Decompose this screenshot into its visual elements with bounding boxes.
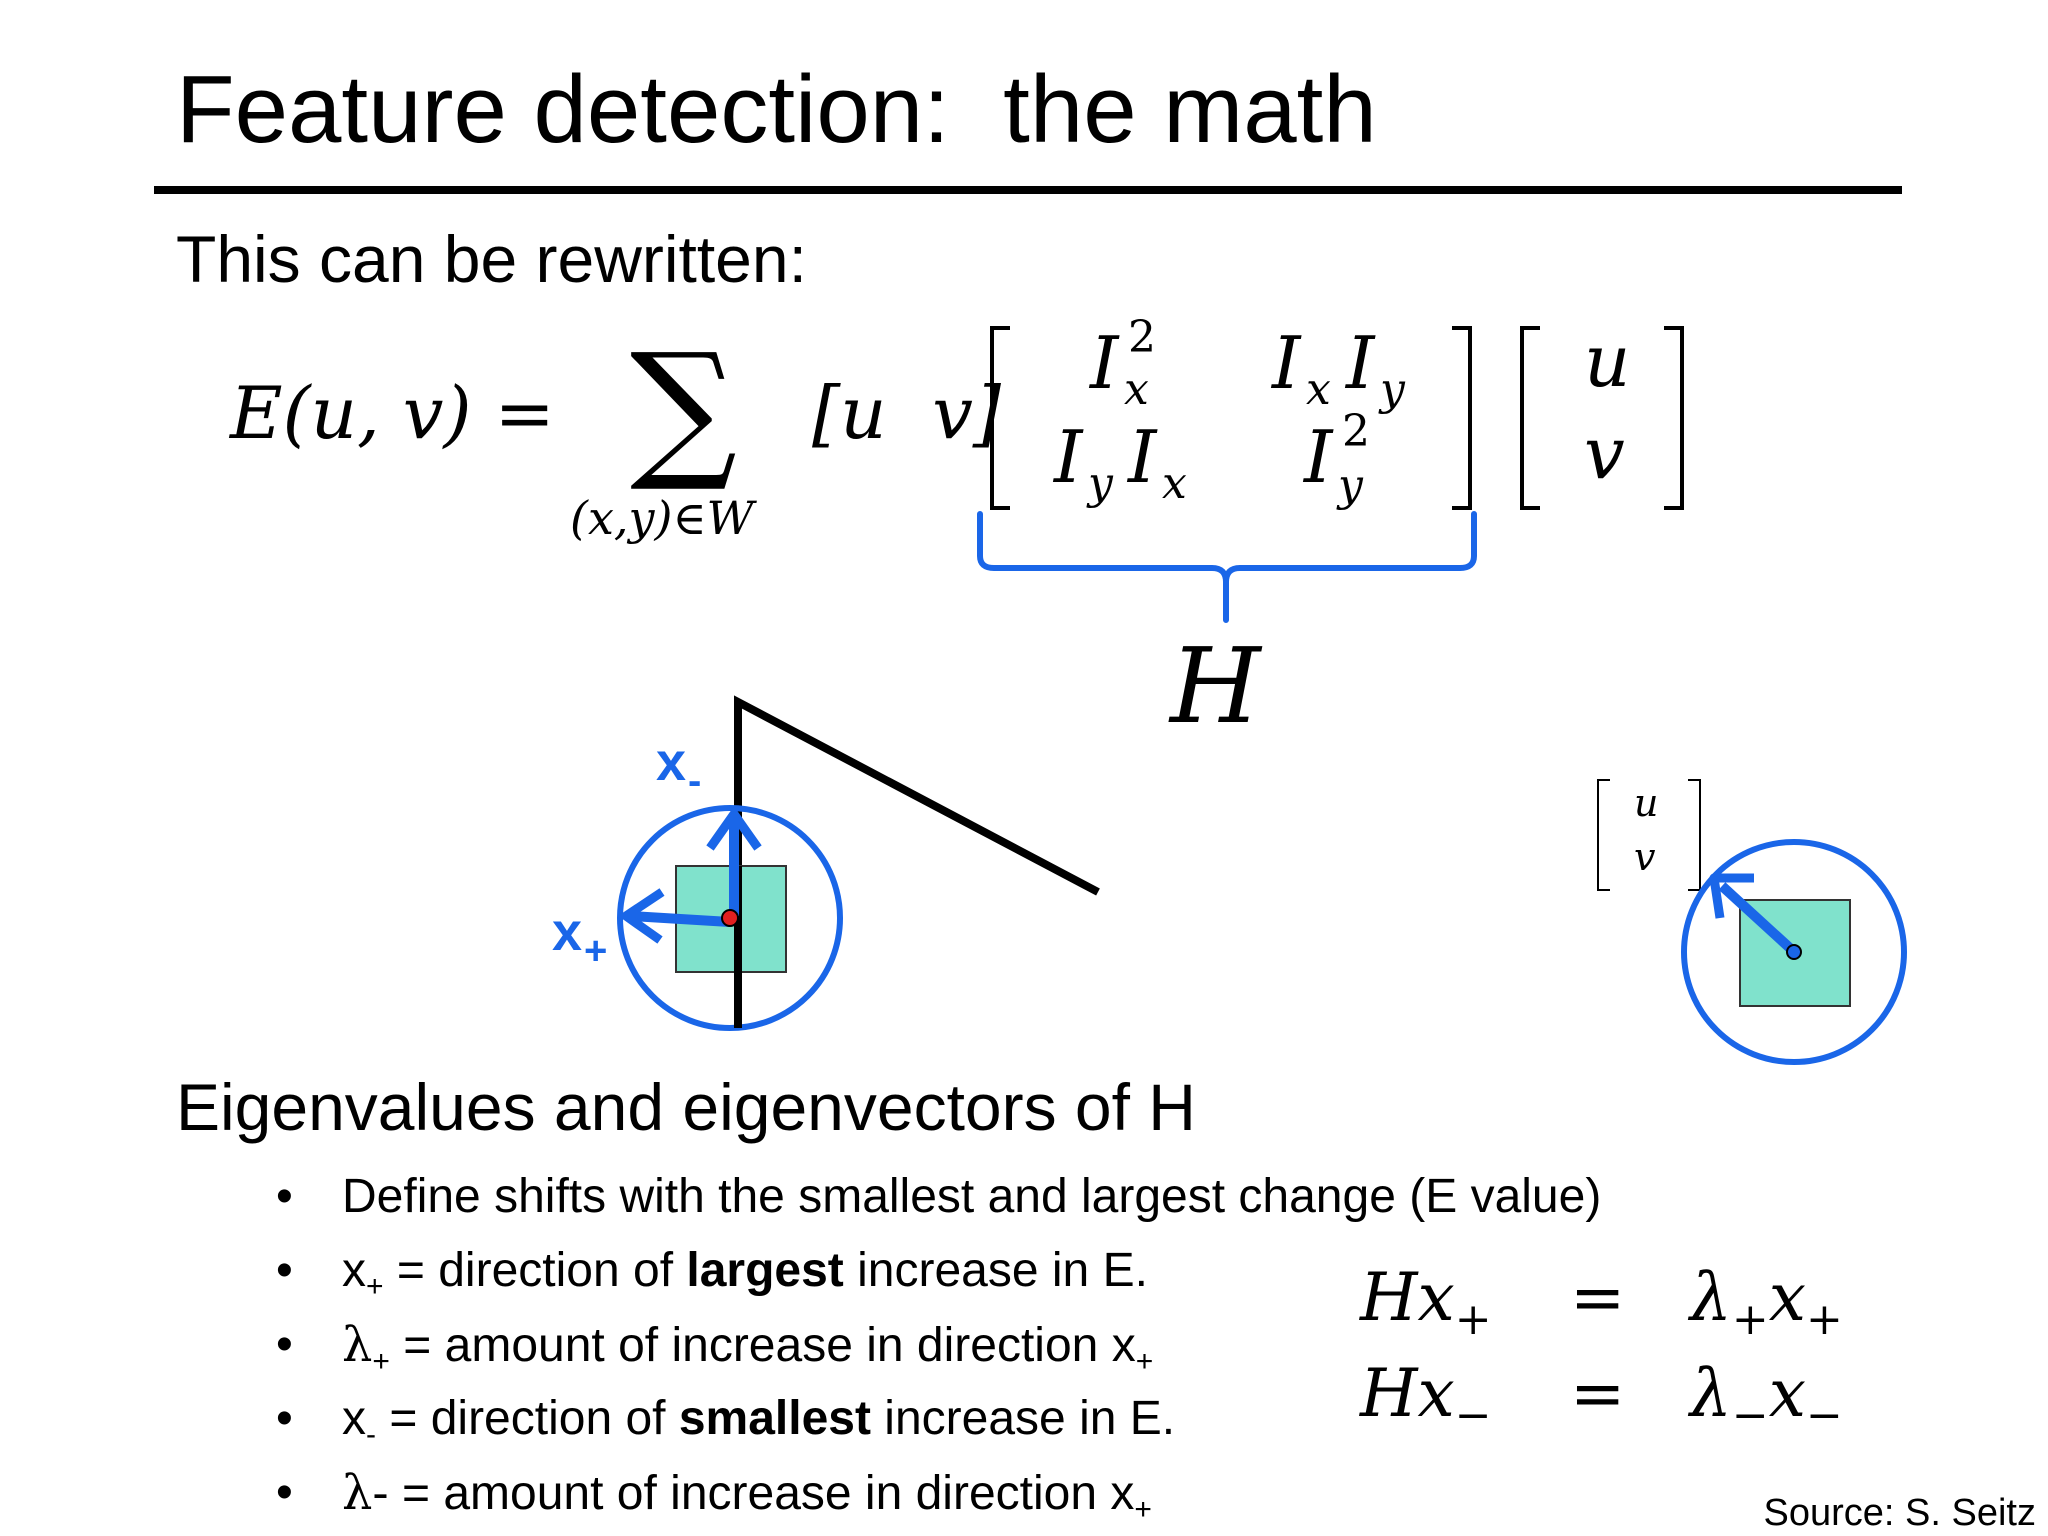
bullet-symbol: x [342, 1244, 366, 1297]
bullet-symbol-sub: + [372, 1345, 390, 1378]
svg-text:λ+x+: λ+x+ [1687, 1260, 1843, 1345]
bullet-text: = direction of [383, 1244, 687, 1297]
source-credit: Source: S. Seitz [1763, 1492, 2036, 1534]
x-minus-arrowhead [706, 809, 762, 851]
bullet-symbol: x [342, 1392, 366, 1445]
svg-text:=: = [1570, 1355, 1625, 1432]
slide-title: Feature detection: the math [176, 56, 1377, 163]
bullet-emphasis: largest [686, 1244, 844, 1297]
brace-label-h: H [1168, 625, 1263, 747]
eigen-equations: Hx+ = λ+x+ Hx− = λ−x− [1359, 1260, 1843, 1440]
bullet-marker: • [276, 1318, 293, 1371]
bullet-symbol-sub: - [366, 1418, 376, 1451]
x-plus-label: x+ [552, 902, 607, 973]
svg-text:Hx−: Hx− [1359, 1355, 1492, 1440]
bullet-text: Define shifts with the smallest and larg… [342, 1170, 1602, 1223]
equation-lhs: E(u, v) = [228, 371, 555, 455]
bullet-marker: • [276, 1466, 293, 1519]
uv-bracket-left [1597, 779, 1610, 891]
bullet-item: • x+ = direction of largest increase in … [272, 1234, 1601, 1308]
svg-text:λ−x−: λ−x− [1687, 1355, 1843, 1440]
col-vector-v: v [1584, 411, 1625, 495]
x-plus-arrow [629, 911, 731, 927]
bullet-text-end: increase in E. [870, 1392, 1176, 1445]
bullet-symbol: λ [342, 1317, 373, 1373]
eigen-equation-minus: Hx− = λ−x− [1359, 1355, 1843, 1440]
bullet-end-sub: + [1135, 1345, 1154, 1378]
row-vector: [u v] [812, 371, 1002, 455]
matrix-bracket-right [1452, 326, 1472, 510]
col-vector-bracket-right [1664, 326, 1684, 510]
eigen-equation-plus: Hx+ = λ+x+ [1359, 1260, 1843, 1345]
section-heading: Eigenvalues and eigenvectors of H [176, 1070, 1196, 1144]
search-window-circle [617, 805, 843, 1031]
bullet-emphasis: smallest [678, 1392, 871, 1445]
window-patch [675, 865, 787, 973]
shift-window-circle [1681, 839, 1907, 1065]
bullet-text-end: increase in E. [843, 1244, 1148, 1297]
bullet-marker: • [276, 1244, 293, 1297]
bullet-marker: • [276, 1392, 293, 1445]
shift-arrow [1718, 882, 1796, 954]
sum-index: (x,y)∈W [570, 491, 757, 545]
uv-bracket-right [1688, 779, 1701, 891]
bullet-item: • x- = direction of smallest increase in… [272, 1382, 1601, 1456]
shift-window-patch [1739, 899, 1851, 1007]
title-divider [154, 186, 1902, 194]
col-vector-bracket-left [1520, 326, 1540, 510]
bullet-item: • λ- = amount of increase in direction x… [272, 1456, 1601, 1530]
bullet-item: • λ+ = amount of increase in direction x… [272, 1308, 1601, 1382]
uv-vector-v: v [1634, 835, 1656, 879]
bullet-text: = direction of [376, 1392, 679, 1445]
bullet-end-sub: + [1134, 1493, 1152, 1526]
svg-text:Hx+: Hx+ [1359, 1260, 1492, 1345]
bullet-symbol-sub: + [366, 1270, 384, 1303]
x-plus-arrowhead [621, 888, 665, 944]
shift-arrowhead [1709, 873, 1754, 919]
underbrace [977, 511, 1477, 623]
bullet-symbol: λ- [342, 1465, 389, 1521]
sum-symbol: ∑ [630, 322, 737, 496]
intro-text: This can be rewritten: [176, 222, 807, 296]
bullet-text: = amount of increase in direction x [388, 1467, 1135, 1520]
matrix-bracket-left [990, 326, 1010, 510]
bullet-marker: • [276, 1170, 293, 1223]
svg-text:=: = [1570, 1260, 1625, 1336]
shift-center-point [1786, 944, 1802, 960]
center-point [721, 909, 739, 927]
col-vector-u: u [1584, 319, 1630, 403]
uv-vector-u: u [1634, 781, 1658, 825]
bullet-item: • Define shifts with the smallest and la… [272, 1160, 1601, 1234]
bullet-text: = amount of increase in direction x [389, 1319, 1136, 1372]
bullet-list: • Define shifts with the smallest and la… [272, 1160, 1601, 1530]
